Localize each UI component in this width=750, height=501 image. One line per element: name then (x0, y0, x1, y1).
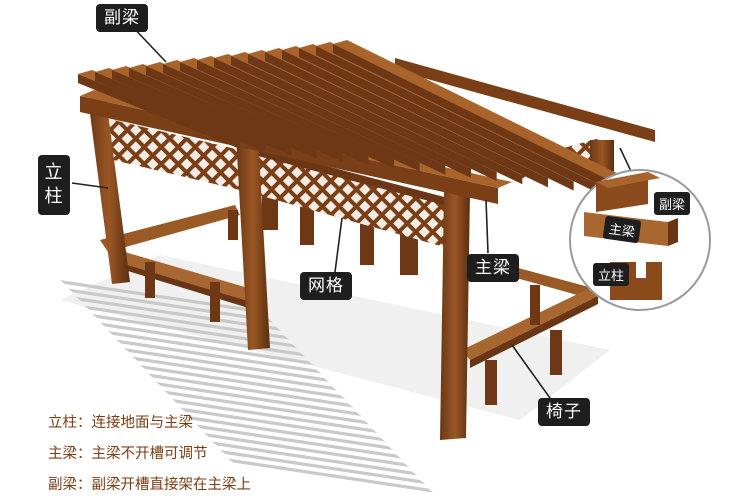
shadow-slat (124, 348, 329, 382)
detail-label-secondary-beam: 副梁 (654, 192, 691, 215)
notes-list: 立柱：连接地面与主梁 主梁：主梁不开槽可调节 副梁：副梁开槽直接架在主梁上 (48, 408, 251, 501)
rafter-side (197, 60, 420, 172)
shadow-slat (156, 382, 361, 416)
rafter-side (299, 48, 574, 191)
rafter-side (146, 66, 343, 162)
shadow-slat (188, 416, 393, 450)
detail-label-post: 立柱 (593, 263, 630, 286)
shadow-slat (76, 297, 281, 331)
label-lattice: 网格 (300, 272, 352, 300)
rafter-side (180, 62, 394, 169)
rafter-side (112, 70, 292, 156)
label-secondary-beam: 副梁 (96, 4, 148, 32)
shadow-slat (180, 407, 385, 442)
shadow-slat (204, 433, 409, 467)
shadow-slat (212, 441, 417, 476)
label-main-beam: 主梁 (467, 254, 519, 282)
rafter-side (231, 56, 471, 178)
label-post: 立柱 (38, 155, 70, 215)
shadow-slat (68, 288, 273, 323)
rafter-top (333, 40, 639, 188)
shadow-slat (84, 305, 289, 340)
rafter-side (248, 54, 497, 181)
label-bench: 椅子 (538, 398, 590, 426)
rafter-side (214, 58, 446, 175)
shadow-slat (172, 399, 377, 433)
rafter-side (129, 68, 317, 159)
shadow-slat (140, 365, 345, 399)
rafter-side (265, 52, 523, 185)
shadow-slat (132, 356, 337, 391)
shadow-slat (228, 458, 433, 493)
shadow-slat (116, 339, 321, 374)
detail-label-main-beam: 主梁 (602, 215, 642, 244)
note-main-beam: 主梁：主梁不开槽可调节 (48, 446, 208, 462)
note-secondary-beam: 副梁：副梁开槽直接架在主梁上 (48, 477, 251, 493)
shadow-slat (148, 373, 353, 408)
shadow-slat (196, 424, 401, 459)
left-bench (100, 205, 255, 322)
rafter-side (163, 64, 369, 165)
shadow-slat (92, 314, 297, 348)
rafter-side (316, 46, 600, 194)
shadow-slat (220, 450, 425, 484)
rafter-side (282, 50, 548, 188)
note-post: 立柱：连接地面与主梁 (48, 415, 193, 431)
shadow-slat (108, 331, 313, 365)
joint-detail-circle (569, 169, 711, 311)
shadow-slat (164, 390, 369, 425)
front-posts (88, 98, 470, 440)
rafter-side (333, 44, 625, 197)
front-lattice (258, 148, 448, 248)
ground-shadow (60, 255, 610, 493)
rafter-side (95, 72, 266, 153)
secondary-beams (78, 40, 639, 197)
rafter-side (78, 74, 240, 149)
